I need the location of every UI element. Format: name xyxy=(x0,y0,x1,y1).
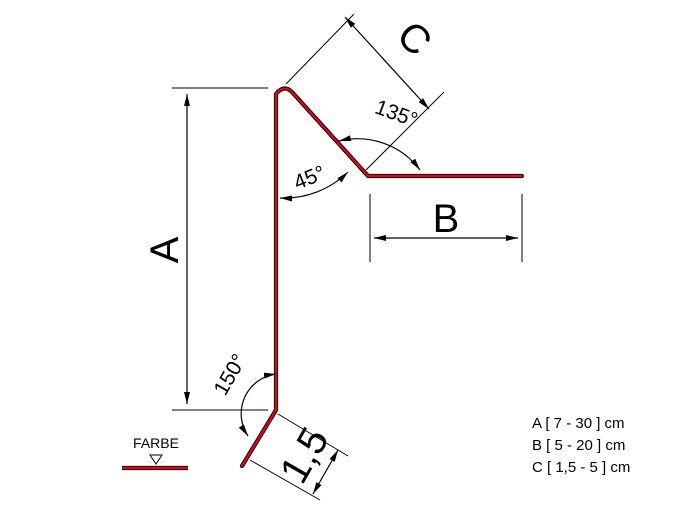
angle-45: 45° xyxy=(279,161,349,202)
legend-line-a: A [ 7 - 30 ] cm xyxy=(532,415,625,432)
dimension-c-label: C xyxy=(388,13,440,65)
dimension-hem-label: 1,5 xyxy=(272,420,338,490)
legend-line-b: B [ 5 - 20 ] cm xyxy=(532,437,625,454)
dimension-b: B xyxy=(369,194,523,262)
dimension-b-label: B xyxy=(433,197,460,241)
sheet-profile xyxy=(239,86,525,469)
dimension-a: A xyxy=(143,87,268,411)
legend-line-c: C [ 1,5 - 5 ] cm xyxy=(532,459,630,476)
dimension-c: C xyxy=(285,13,445,171)
color-side-triangle-icon xyxy=(149,454,163,465)
dimension-legend: A [ 7 - 30 ] cm B [ 5 - 20 ] cm C [ 1,5 … xyxy=(532,415,630,476)
color-side-symbol: FARBE xyxy=(122,435,188,471)
angle-135-label: 135° xyxy=(372,96,421,132)
angle-150-label: 150° xyxy=(210,350,252,399)
farbe-label: FARBE xyxy=(133,435,179,451)
dimension-a-label: A xyxy=(143,236,187,263)
